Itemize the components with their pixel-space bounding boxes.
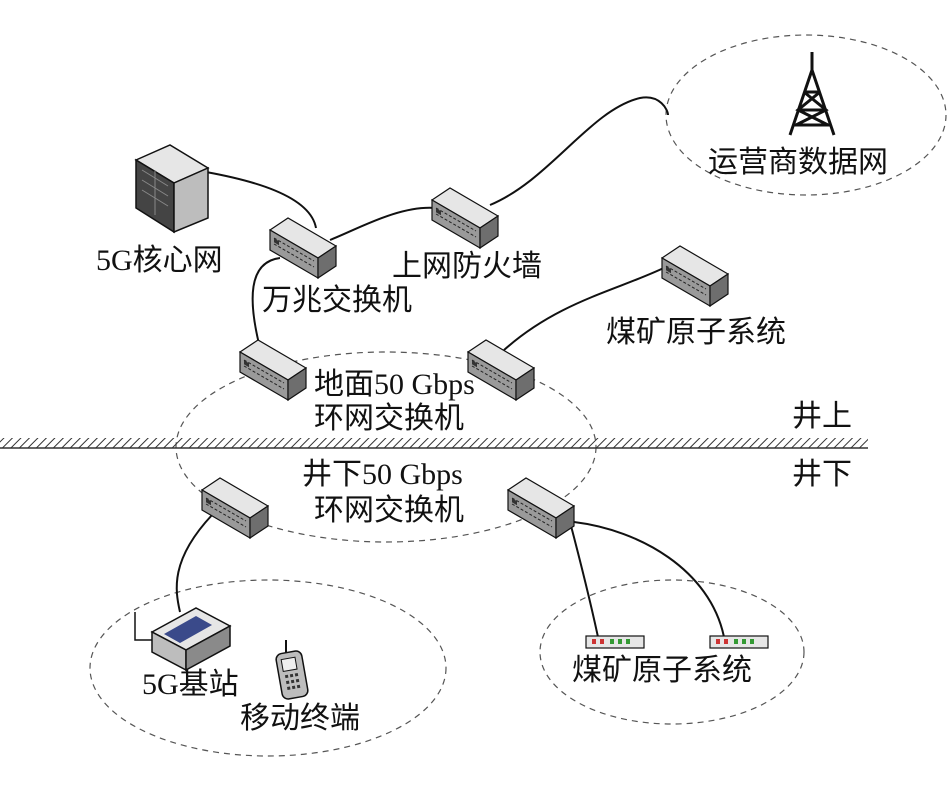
label-underground-ring-1: 井下50 Gbps: [302, 458, 463, 491]
link-switch-ground-ring: [251, 257, 281, 349]
atomic-device-left-icon: [585, 635, 645, 649]
label-switch-10g: 万兆交换机: [262, 284, 412, 317]
core-server-icon: [134, 144, 210, 234]
link-ring-base-station: [175, 514, 213, 613]
label-atomic-top: 煤矿原子系统: [606, 316, 786, 349]
tower-icon: [788, 52, 836, 136]
underground-ring-switch-left-icon: [201, 477, 269, 539]
link-ring-atomic-1: [569, 521, 599, 638]
atomic-device-right-icon: [709, 635, 769, 649]
mobile-phone-icon: [275, 640, 309, 700]
label-carrier: 运营商数据网: [708, 146, 888, 179]
label-below: 井下: [792, 458, 852, 491]
label-atomic-bottom: 煤矿原子系统: [572, 654, 752, 687]
label-underground-ring-2: 环网交换机: [314, 494, 464, 527]
link-ground-ring-atomic: [503, 264, 671, 351]
label-firewall: 上网防火墙: [392, 250, 542, 283]
switch-10g-icon: [269, 217, 337, 279]
carrier-cloud: [665, 34, 947, 196]
atomic-system-zone: [539, 579, 805, 725]
ground-line: [0, 438, 868, 448]
label-ground-ring-1: 地面50 Gbps: [314, 368, 475, 401]
link-ring-atomic-2: [573, 521, 725, 638]
base-station-zone: [89, 579, 447, 757]
atomic-switch-top-icon: [661, 245, 729, 307]
ground-ring-switch-left-icon: [239, 339, 307, 401]
label-above: 井上: [792, 400, 852, 433]
underground-ring-switch-right-icon: [507, 477, 575, 539]
ground-ring-switch-right-icon: [467, 339, 535, 401]
base-station-icon: [134, 607, 232, 672]
firewall-icon: [431, 187, 499, 249]
label-base-station: 5G基站: [142, 668, 239, 701]
link-switch-firewall: [329, 206, 437, 241]
link-core-switch: [205, 171, 317, 229]
link-firewall-carrier: [489, 96, 669, 206]
label-ground-ring-2: 环网交换机: [314, 402, 464, 435]
label-mobile: 移动终端: [240, 702, 360, 735]
label-core: 5G核心网: [96, 244, 223, 277]
